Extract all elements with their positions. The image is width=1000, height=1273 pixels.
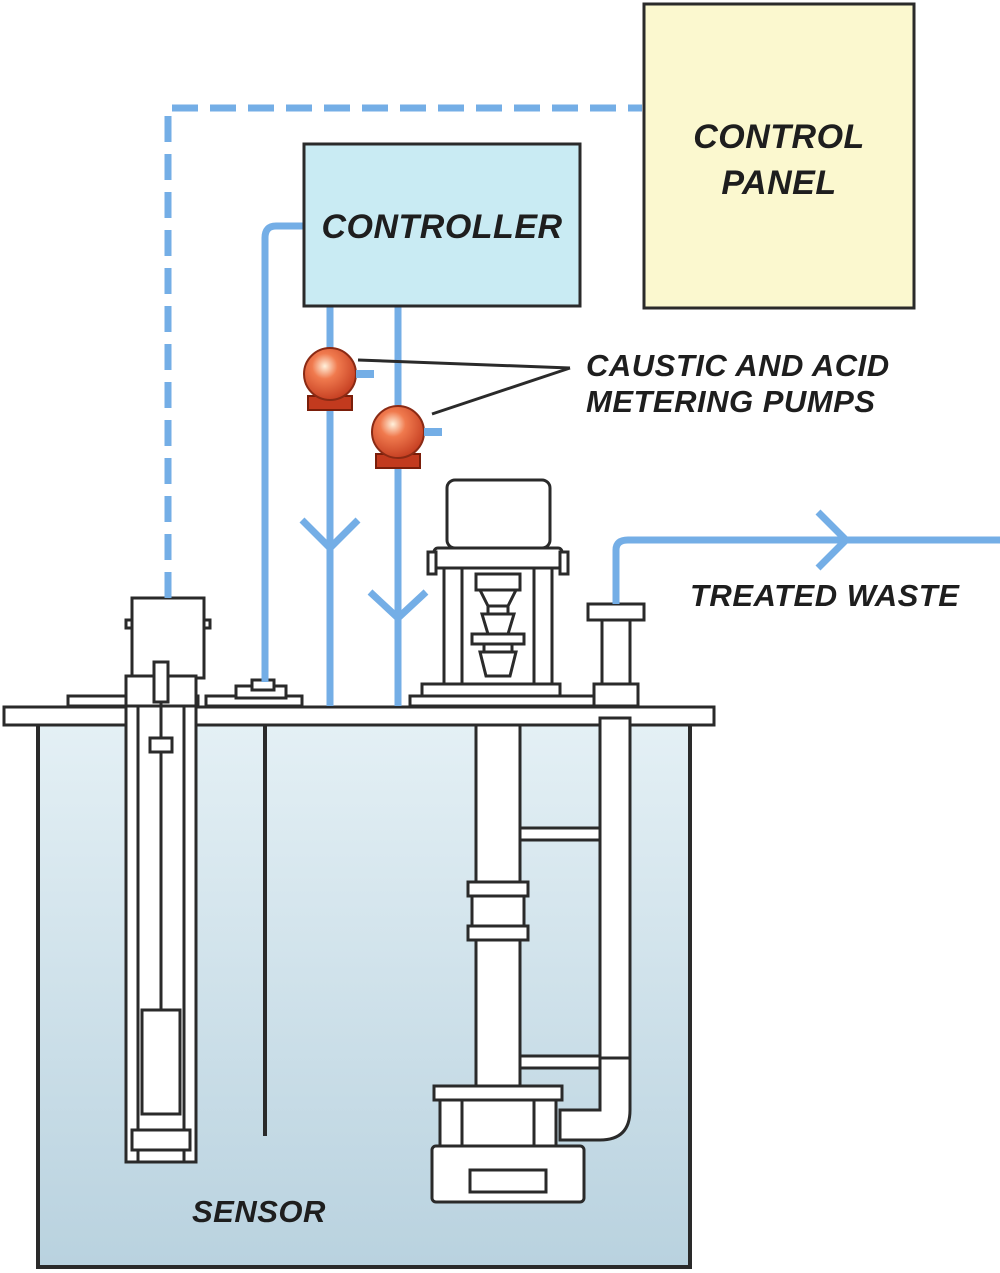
- controller: CONTROLLER: [302, 142, 582, 308]
- controller-probe-fitting: [204, 678, 304, 1136]
- pump-leader-lines: [357, 358, 571, 416]
- acid-flow-arrow: [367, 589, 429, 622]
- controller-label: CONTROLLER: [321, 208, 562, 246]
- mixer-pump: [408, 478, 646, 1204]
- caustic-metering-pump: [303, 347, 374, 411]
- pumps-label-line1: CAUSTIC AND ACID: [586, 348, 890, 383]
- signal-lines: [164, 104, 1000, 706]
- caustic-flow-arrow: [299, 517, 361, 552]
- treated-waste-arrow: [815, 509, 850, 571]
- pumps-label-line2: METERING PUMPS: [586, 384, 875, 419]
- treated-waste-line: [612, 536, 1000, 604]
- sensor-signal-line: [164, 104, 642, 598]
- controller-cable: [261, 222, 305, 682]
- controller-box: [302, 142, 582, 308]
- control-panel-label-line1: CONTROL: [693, 118, 865, 156]
- control-panel: CONTROL PANEL: [642, 2, 916, 310]
- treated-waste-label: TREATED WASTE: [690, 578, 960, 613]
- control-panel-label-line2: PANEL: [721, 164, 836, 202]
- control-panel-box: [642, 2, 916, 310]
- sensor-label: SENSOR: [192, 1194, 326, 1229]
- metering-pumps: [303, 347, 442, 469]
- sensor-probe: [140, 1008, 182, 1116]
- mixer-motor: [445, 478, 552, 550]
- acid-metering-pump: [371, 405, 442, 469]
